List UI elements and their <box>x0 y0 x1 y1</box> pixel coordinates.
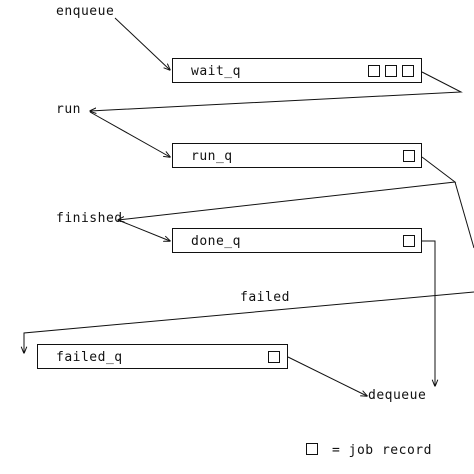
label-run: run <box>56 102 81 117</box>
run-q-box: run_q <box>172 143 422 168</box>
arrow-wait-q-to-run <box>90 71 463 111</box>
job-record-icon <box>368 65 380 77</box>
done-q-box: done_q <box>172 228 422 253</box>
wait-q-label: wait_q <box>191 64 241 79</box>
failed-q-label: failed_q <box>56 350 123 365</box>
run-q-label: run_q <box>191 149 233 164</box>
job-record-icon <box>403 235 415 247</box>
wait-q-box: wait_q <box>172 58 422 83</box>
label-finished: finished <box>56 211 123 226</box>
done-q-label: done_q <box>191 234 241 249</box>
arrow-done-q-to-dequeue <box>422 240 435 386</box>
arrow-failed-q-to-dequeue <box>287 356 367 396</box>
arrow-run-to-run-q <box>89 111 170 157</box>
arrow-finished-to-done-q <box>117 219 170 241</box>
label-dequeue: dequeue <box>368 388 427 403</box>
job-record-legend-icon <box>306 443 318 455</box>
job-record-icon <box>403 150 415 162</box>
arrow-enqueue-to-wait-q <box>114 17 170 70</box>
legend-text: = job record <box>332 443 432 458</box>
arrow-failed-to-failed-q <box>24 291 474 353</box>
legend: = job record <box>306 441 466 459</box>
label-failed: failed <box>240 290 290 305</box>
arrow-run-q-to-failed-branch <box>454 181 474 249</box>
label-enqueue: enqueue <box>56 4 115 19</box>
job-record-icon <box>268 351 280 363</box>
job-record-icon <box>402 65 414 77</box>
job-record-icon <box>385 65 397 77</box>
failed-q-box: failed_q <box>37 344 288 369</box>
